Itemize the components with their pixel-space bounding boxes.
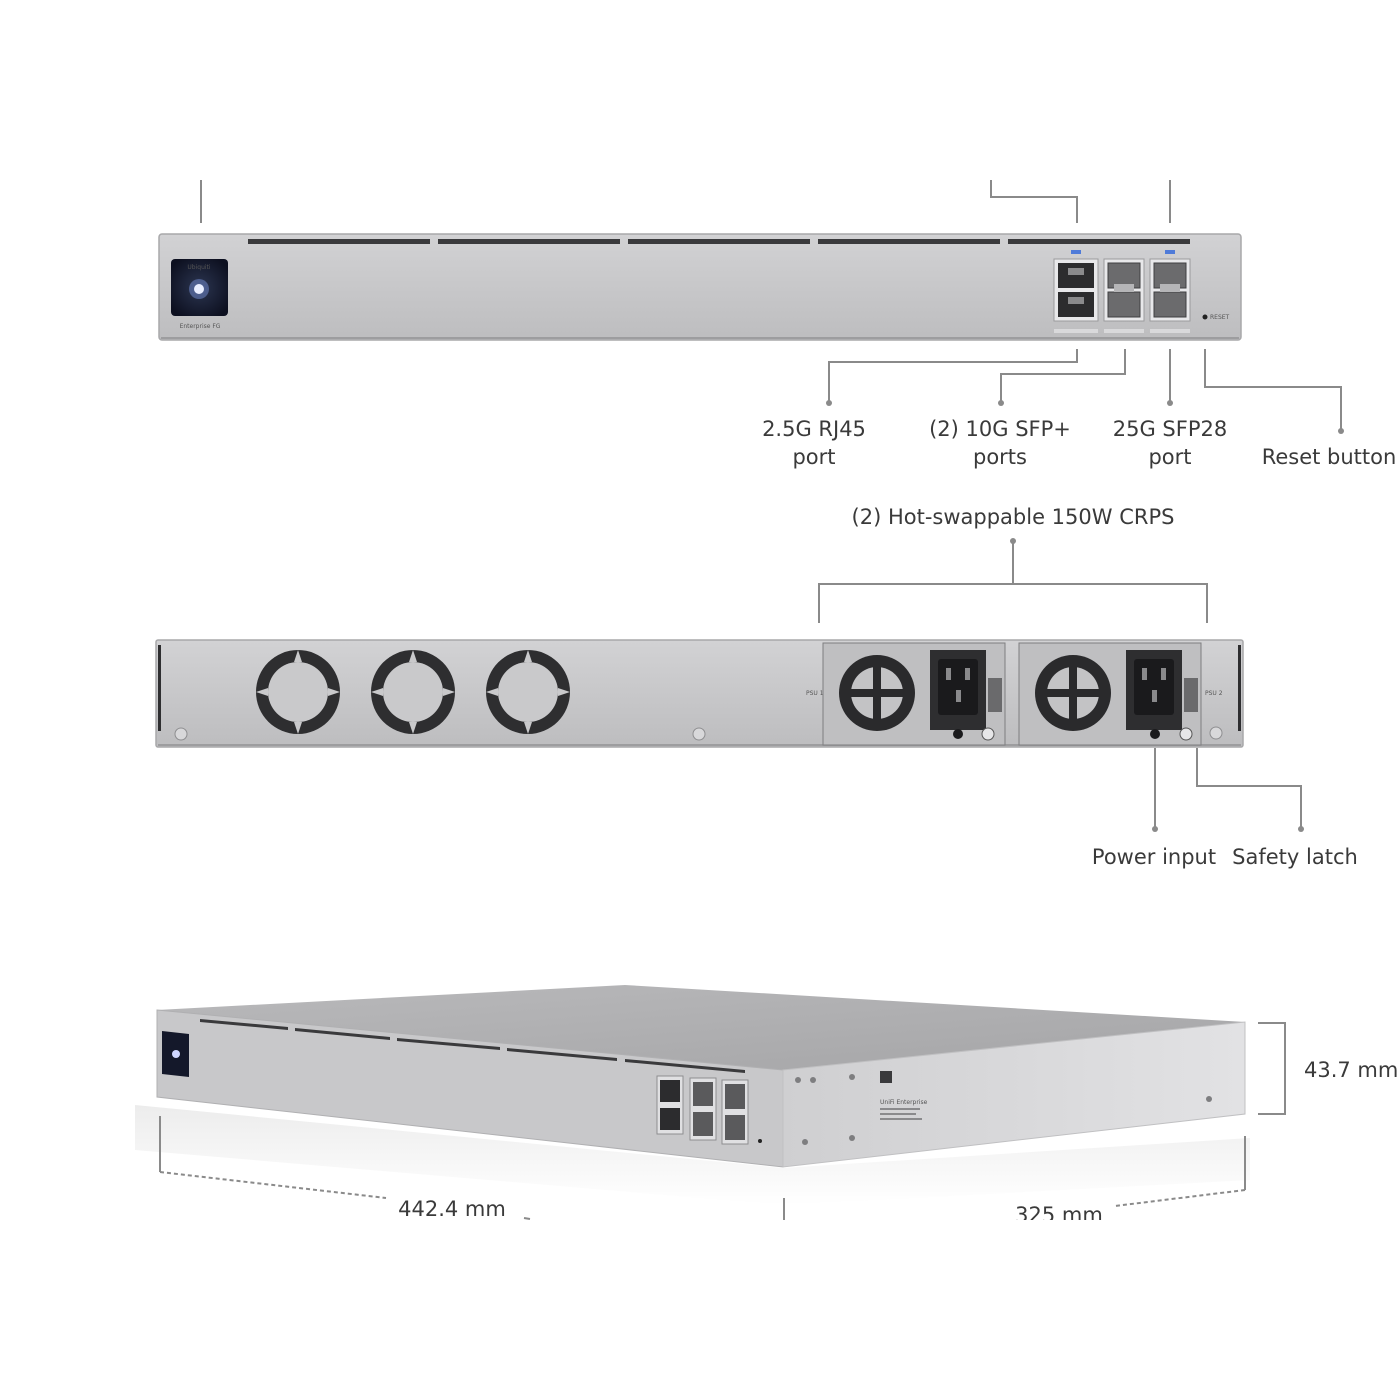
callout-sfp28-line2: port	[1148, 445, 1191, 469]
screen-brand: Ubiquiti	[187, 264, 210, 271]
screw-icon	[174, 727, 188, 741]
model-label: Enterprise FG	[180, 323, 221, 330]
screw-icon	[1206, 1096, 1212, 1102]
callout-reset: Reset button	[1262, 445, 1397, 469]
port-led-icon	[1071, 250, 1081, 254]
screw-icon	[849, 1135, 855, 1141]
leader-line	[828, 349, 1078, 403]
vent-slot	[507, 1048, 617, 1061]
callout-sfp-plus-line2: ports	[973, 445, 1027, 469]
callout-safety-latch: Safety latch	[1232, 845, 1358, 869]
vent-slot	[397, 1038, 500, 1050]
rj45-port	[660, 1108, 680, 1130]
power-input-icon	[953, 729, 963, 739]
reset-button-icon	[758, 1139, 762, 1143]
psu2-label: PSU 2	[1205, 690, 1223, 697]
height-dimension-bracket	[1258, 1022, 1286, 1115]
fan-icon	[256, 650, 340, 734]
power-input-icon	[1150, 729, 1160, 739]
dimension-height: 43.7 mm	[1304, 1058, 1398, 1082]
rj45-port	[660, 1080, 680, 1102]
vent-slot	[625, 1059, 745, 1073]
vent-slot	[248, 239, 430, 244]
leader-line	[1000, 349, 1126, 403]
vent-slot	[1008, 239, 1190, 244]
callout-sfp-plus-line1: (2) 10G SFP+	[929, 417, 1071, 441]
vent-slot	[438, 239, 620, 244]
qr-code-icon	[880, 1071, 892, 1083]
depth-dimension-line	[1114, 1189, 1246, 1207]
port-led-icon	[1165, 250, 1175, 254]
leader-line	[1204, 349, 1342, 431]
screw-icon	[849, 1074, 855, 1080]
safety-latch-icon	[981, 727, 995, 741]
vent-slot	[628, 239, 810, 244]
sfp-plus-port	[1107, 262, 1141, 289]
dimension-width: 442.4 mm	[398, 1197, 506, 1221]
width-dimension-line	[159, 1171, 387, 1199]
leader-line	[990, 180, 1078, 223]
sfp28-port	[1153, 291, 1187, 318]
sfp28-port	[725, 1084, 745, 1109]
vent-slot	[295, 1028, 390, 1040]
psu-module	[1018, 642, 1202, 746]
psu1-label: PSU 1	[806, 690, 824, 697]
screw-icon	[802, 1139, 808, 1145]
sfp28-port	[725, 1115, 745, 1140]
front-view: Ubiquiti Enterprise FG RESET	[158, 180, 1397, 469]
leader-line	[1196, 748, 1302, 829]
reset-label: RESET	[1210, 314, 1230, 321]
psu-title: (2) Hot-swappable 150W CRPS	[852, 505, 1175, 529]
rj45-port	[1058, 263, 1094, 288]
vent-slot	[200, 1019, 288, 1030]
rj45-port	[1058, 292, 1094, 317]
sfp-plus-port	[693, 1112, 713, 1136]
sfp-plus-port	[693, 1082, 713, 1106]
callout-sfp28-line1: 25G SFP28	[1113, 417, 1227, 441]
fan-icon	[486, 650, 570, 734]
screw-icon	[692, 727, 706, 741]
rear-view: (2) Hot-swappable 150W CRPS PSU 1 P	[155, 505, 1358, 869]
sfp28-port	[1153, 262, 1187, 289]
vent-slot	[818, 239, 1000, 244]
leader-bracket	[818, 583, 1208, 623]
perspective-view: UniFi Enterprise 43.7 mm 442.4 mm 325 mm	[135, 985, 1398, 1227]
psu-module	[822, 642, 1006, 746]
screw-icon	[1209, 726, 1223, 740]
reset-button-icon	[1202, 314, 1208, 320]
product-label: UniFi Enterprise	[880, 1099, 928, 1106]
screw-icon	[795, 1077, 801, 1083]
screw-icon	[810, 1077, 816, 1083]
sfp-plus-port	[1107, 291, 1141, 318]
safety-latch-icon	[1179, 727, 1193, 741]
chassis-top-face	[157, 985, 1245, 1070]
callout-power-input: Power input	[1092, 845, 1216, 869]
callout-rj45-line2: port	[792, 445, 835, 469]
callout-rj45-line1: 2.5G RJ45	[762, 417, 866, 441]
chassis-side-face	[782, 1021, 1246, 1168]
front-chassis	[158, 233, 1242, 341]
fan-icon	[371, 650, 455, 734]
